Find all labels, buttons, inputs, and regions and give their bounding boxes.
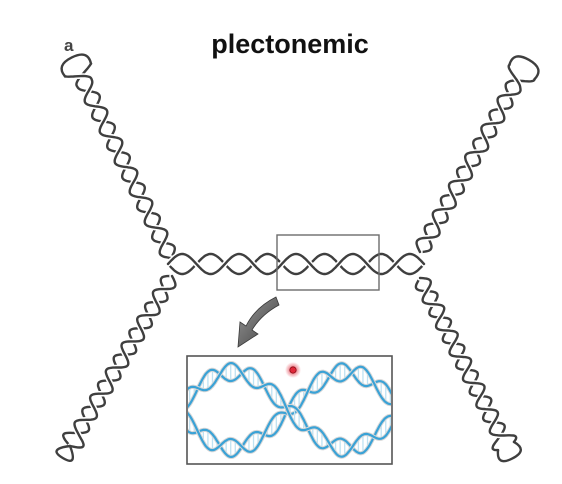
arm-top-left-strand-2 [63, 74, 173, 260]
central-supercoil [165, 251, 427, 277]
arm-top-left [60, 53, 178, 261]
arm-top-left-apex-loop [60, 53, 93, 78]
arm-bottom-left-apex-loop [55, 444, 75, 462]
arm-bottom-right-apex-loop [496, 440, 522, 463]
helix-lower-backbone-1 [188, 367, 391, 455]
arm-bottom-left-strand-1 [61, 274, 174, 448]
panel-label: a [64, 36, 74, 55]
central-strands-strand-1 [166, 252, 426, 276]
marker-dot-icon [289, 366, 297, 374]
zoom-region-box [276, 234, 380, 291]
central-strands [165, 251, 427, 277]
arm-top-right-apex-loop [508, 55, 540, 81]
supercoil-arms [55, 53, 540, 463]
helix-lower-backbone-2 [188, 362, 391, 458]
arm-top-right-strand-2 [415, 63, 522, 254]
arm-bottom-left-strand-2 [68, 274, 177, 449]
arm-bottom-left [55, 273, 179, 462]
double-helix-detail [188, 361, 391, 459]
arm-top-right [413, 55, 540, 255]
arm-bottom-right-halo-2 [417, 275, 520, 445]
inset-frame [186, 355, 393, 465]
pointer-arrow-icon [237, 296, 280, 348]
figure-title: plectonemic [211, 29, 369, 59]
central-strands-strand-2 [166, 252, 426, 276]
arm-bottom-right-strand-1 [414, 276, 506, 452]
arm-bottom-right-strand-2 [418, 276, 518, 444]
zoom-inset [186, 355, 393, 465]
helix-lower [188, 361, 391, 459]
arm-bottom-right [413, 275, 522, 463]
